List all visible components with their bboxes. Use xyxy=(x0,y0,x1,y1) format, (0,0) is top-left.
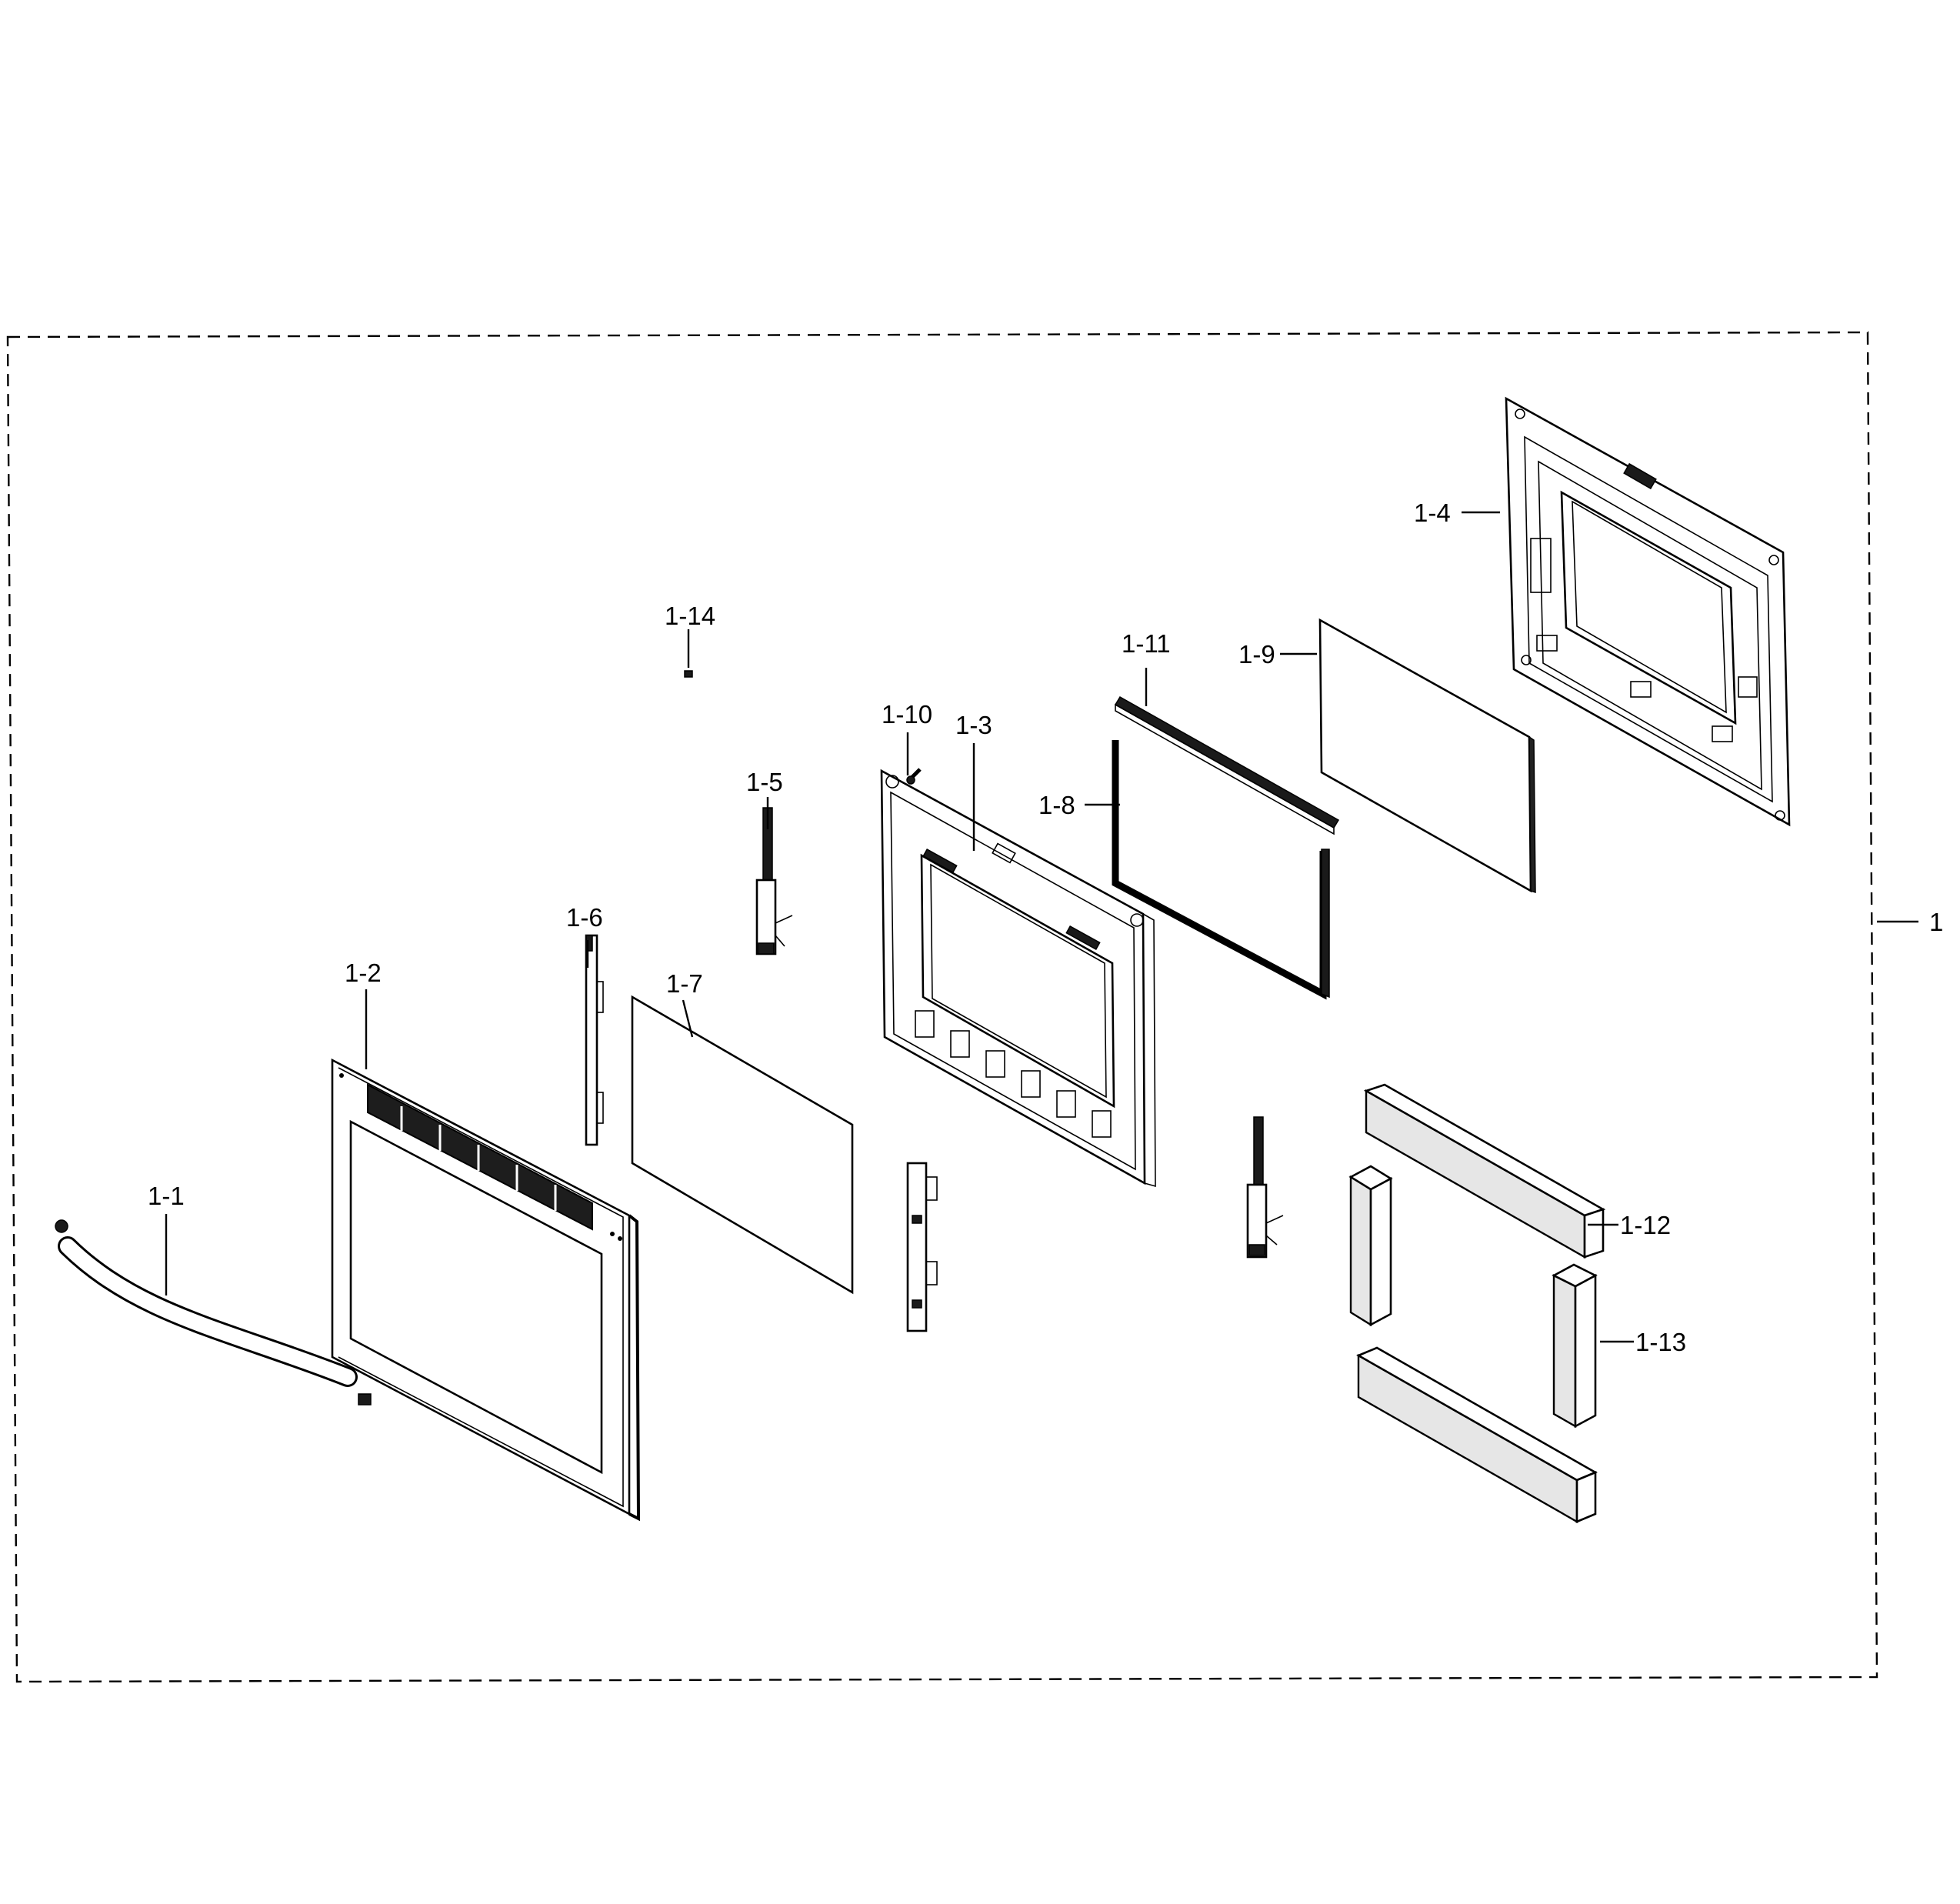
label-1-12: 1-12 xyxy=(1620,1211,1671,1239)
part-1-9-inner-glass xyxy=(1318,618,1536,894)
label-1-5: 1-5 xyxy=(746,768,783,796)
label-1-11: 1-11 xyxy=(1122,629,1171,658)
label-1-6: 1-6 xyxy=(566,903,603,932)
part-1-6-side-trim xyxy=(585,934,604,1146)
part-lower-bracket xyxy=(906,1162,938,1332)
label-1-14: 1-14 xyxy=(665,602,715,630)
part-1-14-screw xyxy=(684,670,693,678)
part-1-4-inner-door-frame xyxy=(1505,396,1791,827)
part-1-13-insulation-left xyxy=(1348,1165,1393,1327)
label-1-9: 1-9 xyxy=(1238,640,1275,669)
label-1-2: 1-2 xyxy=(345,959,382,987)
part-1-12-insulation-bottom xyxy=(1356,1346,1598,1524)
part-1-3-middle-door-panel xyxy=(880,769,1156,1188)
part-1-10-screw xyxy=(906,768,922,785)
label-1-3: 1-3 xyxy=(955,711,992,739)
part-1-12-insulation-top xyxy=(1363,1083,1606,1259)
part-1-8-glass-frame xyxy=(1112,740,1330,1000)
label-1-8: 1-8 xyxy=(1038,791,1075,819)
assembly-boundary xyxy=(6,331,1878,1683)
label-1-7: 1-7 xyxy=(666,969,703,998)
label-1-10: 1-10 xyxy=(882,700,932,729)
panel-vent-slots xyxy=(915,1010,1112,1138)
part-hinge-right xyxy=(1246,1116,1284,1259)
label-1-13: 1-13 xyxy=(1635,1328,1686,1356)
part-1-1-handle xyxy=(55,1219,372,1405)
label-1-1: 1-1 xyxy=(148,1182,185,1210)
leader-1-7 xyxy=(682,999,694,1038)
part-1-13-insulation-right xyxy=(1552,1263,1598,1429)
door-vent-grille xyxy=(400,1106,557,1211)
part-1-7-outer-glass xyxy=(631,995,854,1295)
part-1-11-glass-bracket xyxy=(1114,695,1340,835)
part-1-5-hinge-left xyxy=(755,807,793,955)
label-1-4: 1-4 xyxy=(1414,499,1451,527)
part-1-2-outer-door xyxy=(331,1058,641,1522)
label-assembly: 1 xyxy=(1929,908,1943,936)
